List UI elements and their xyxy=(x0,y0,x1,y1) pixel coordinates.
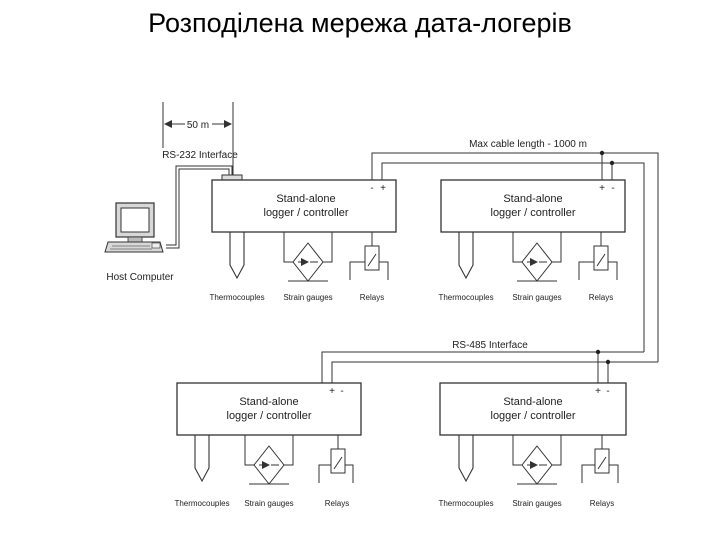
logger-title: Stand-alone xyxy=(503,396,562,408)
logger-unit: Stand-alone logger / controller - + Ther… xyxy=(209,179,397,302)
distance-label: 50 m xyxy=(187,120,209,131)
rs232-label: RS-232 Interface xyxy=(162,150,238,161)
thermocouple-icon xyxy=(194,435,210,483)
relays-label: Relays xyxy=(360,293,384,302)
terminal-plus: + xyxy=(380,183,386,194)
logger-subtitle: logger / controller xyxy=(264,207,349,219)
relays-label: Relays xyxy=(589,293,613,302)
thermocouples-label: Thermocouples xyxy=(174,499,229,508)
relay-icon xyxy=(349,232,389,280)
logger-unit: Stand-alone logger / controller + - Ther… xyxy=(438,179,626,302)
logger-box xyxy=(440,179,626,233)
terminal-minus: - xyxy=(340,386,343,397)
strain-gauges-label: Strain gauges xyxy=(244,499,293,508)
relays-label: Relays xyxy=(590,499,614,508)
logger-unit: Stand-alone logger / controller + - Ther… xyxy=(438,382,627,508)
strain-gauge-icon xyxy=(244,435,294,485)
host-computer-icon xyxy=(104,202,164,253)
logger-title: Stand-alone xyxy=(276,193,335,205)
terminal-minus: - xyxy=(370,183,373,194)
thermocouples-label: Thermocouples xyxy=(438,293,493,302)
distance-dimension: 50 m xyxy=(162,102,234,175)
max-cable-label: Max cable length - 1000 m xyxy=(469,139,587,150)
terminal-plus: + xyxy=(599,183,605,194)
strain-gauge-icon xyxy=(512,232,562,282)
logger-title: Stand-alone xyxy=(503,193,562,205)
strain-gauges-label: Strain gauges xyxy=(512,293,561,302)
slide-title: Розподілена мережа дата-логерів xyxy=(148,8,572,38)
strain-gauge-icon xyxy=(283,232,333,282)
host-computer-label: Host Computer xyxy=(106,272,174,283)
strain-gauge-icon xyxy=(512,435,562,485)
logger-box xyxy=(439,382,627,436)
logger-subtitle: logger / controller xyxy=(227,410,312,422)
rs485-cable xyxy=(321,349,658,383)
relay-icon xyxy=(581,435,619,483)
thermocouples-label: Thermocouples xyxy=(209,293,264,302)
terminal-plus: + xyxy=(329,386,335,397)
thermocouples-label: Thermocouples xyxy=(438,499,493,508)
terminal-minus: - xyxy=(611,183,614,194)
logger-unit: Stand-alone logger / controller + - Ther… xyxy=(174,382,362,508)
relay-icon xyxy=(318,435,354,483)
relays-label: Relays xyxy=(325,499,349,508)
network-cable-top xyxy=(371,150,659,362)
logger-box xyxy=(211,179,397,233)
thermocouple-icon xyxy=(458,232,474,280)
logger-box xyxy=(176,382,362,436)
terminal-minus: - xyxy=(606,386,609,397)
rs485-label: RS-485 Interface xyxy=(452,340,528,351)
rs232-cable xyxy=(166,165,233,246)
thermocouple-icon xyxy=(458,435,474,483)
terminal-plus: + xyxy=(595,386,601,397)
thermocouple-icon xyxy=(229,232,245,280)
logger-subtitle: logger / controller xyxy=(491,410,576,422)
strain-gauges-label: Strain gauges xyxy=(283,293,332,302)
relay-icon xyxy=(578,232,618,280)
logger-subtitle: logger / controller xyxy=(491,207,576,219)
logger-title: Stand-alone xyxy=(239,396,298,408)
strain-gauges-label: Strain gauges xyxy=(512,499,561,508)
